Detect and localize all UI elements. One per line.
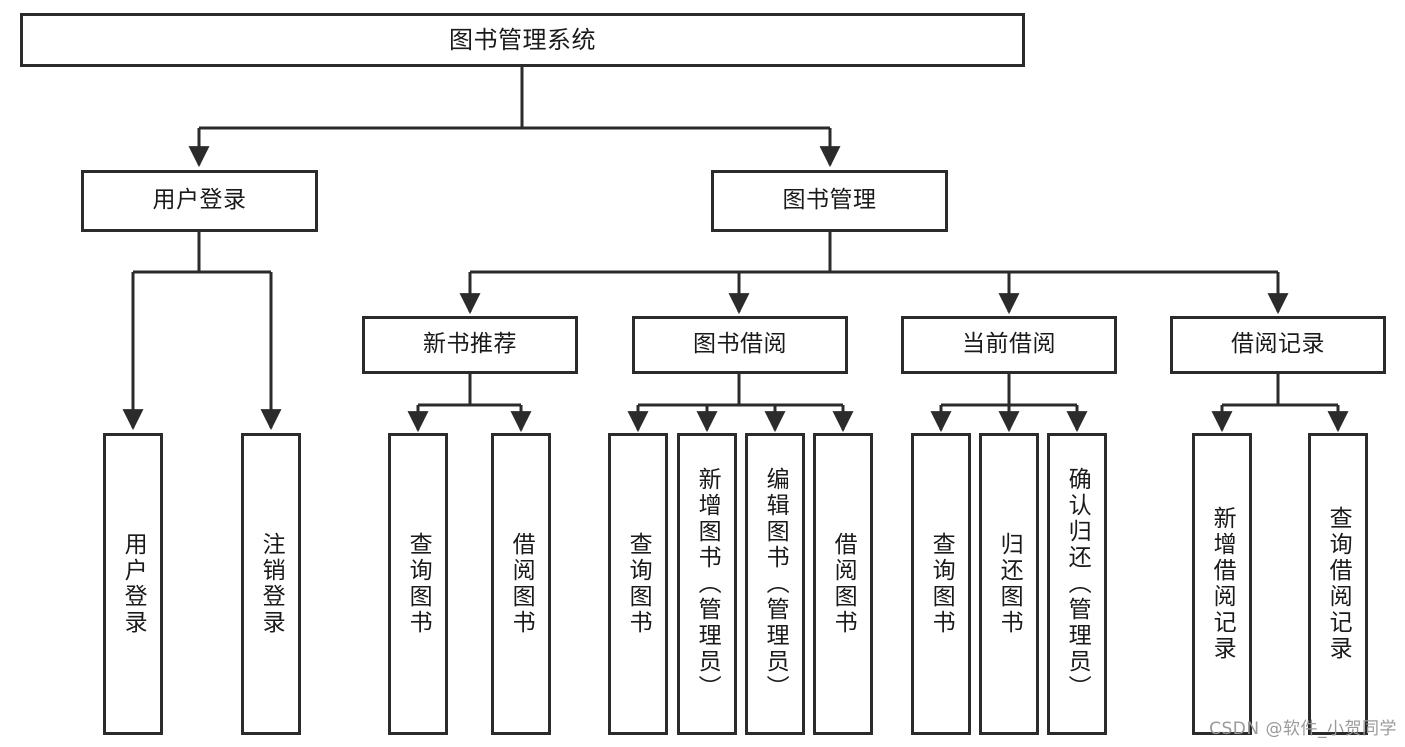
node-label: 新增借阅记录 xyxy=(1209,506,1236,662)
node-label: 新增图书（管理员） xyxy=(694,467,721,701)
node-book-borrowing[interactable]: 图书借阅 xyxy=(632,316,848,374)
node-new-book-recommendation[interactable]: 新书推荐 xyxy=(362,316,578,374)
node-label: 用户登录 xyxy=(120,532,147,636)
node-user-login[interactable]: 用户登录 xyxy=(81,170,318,232)
node-label: 编辑图书（管理员） xyxy=(762,467,789,701)
leaf-current-borrow-query-book[interactable]: 查询图书 xyxy=(911,433,971,735)
leaf-book-borrow-borrow-book[interactable]: 借阅图书 xyxy=(813,433,873,735)
leaf-book-borrow-edit-book-admin[interactable]: 编辑图书（管理员） xyxy=(745,433,805,735)
leaf-user-login-logout[interactable]: 注销登录 xyxy=(241,433,301,735)
node-label: 借阅图书 xyxy=(830,532,857,636)
leaf-borrow-record-add-record[interactable]: 新增借阅记录 xyxy=(1192,433,1252,735)
node-label: 用户登录 xyxy=(152,187,247,214)
node-label: 归还图书 xyxy=(996,532,1023,636)
leaf-current-borrow-return-book[interactable]: 归还图书 xyxy=(979,433,1039,735)
node-current-borrowing[interactable]: 当前借阅 xyxy=(901,316,1117,374)
leaf-new-book-query-book[interactable]: 查询图书 xyxy=(388,433,448,735)
node-label: 当前借阅 xyxy=(962,331,1056,358)
node-root-book-management-system[interactable]: 图书管理系统 xyxy=(20,13,1025,67)
node-label: 确认归还（管理员） xyxy=(1064,467,1091,701)
node-label: 图书管理 xyxy=(782,187,877,214)
node-label: 查询图书 xyxy=(928,532,955,636)
node-borrowing-records[interactable]: 借阅记录 xyxy=(1170,316,1386,374)
leaf-book-borrow-query-book[interactable]: 查询图书 xyxy=(608,433,668,735)
leaf-current-borrow-confirm-return-admin[interactable]: 确认归还（管理员） xyxy=(1047,433,1107,735)
leaf-user-login-login[interactable]: 用户登录 xyxy=(103,433,163,735)
node-label: 查询图书 xyxy=(625,532,652,636)
node-label: 借阅图书 xyxy=(508,532,535,636)
leaf-borrow-record-query-record[interactable]: 查询借阅记录 xyxy=(1308,433,1368,735)
node-book-management[interactable]: 图书管理 xyxy=(711,170,948,232)
node-label: 注销登录 xyxy=(258,532,285,636)
node-label: 借阅记录 xyxy=(1231,331,1325,358)
node-label: 查询图书 xyxy=(405,532,432,636)
node-label: 图书借阅 xyxy=(693,331,787,358)
node-label: 查询借阅记录 xyxy=(1325,506,1352,662)
node-label: 图书管理系统 xyxy=(449,25,596,54)
leaf-new-book-borrow-book[interactable]: 借阅图书 xyxy=(491,433,551,735)
node-label: 新书推荐 xyxy=(423,331,517,358)
leaf-book-borrow-add-book-admin[interactable]: 新增图书（管理员） xyxy=(677,433,737,735)
